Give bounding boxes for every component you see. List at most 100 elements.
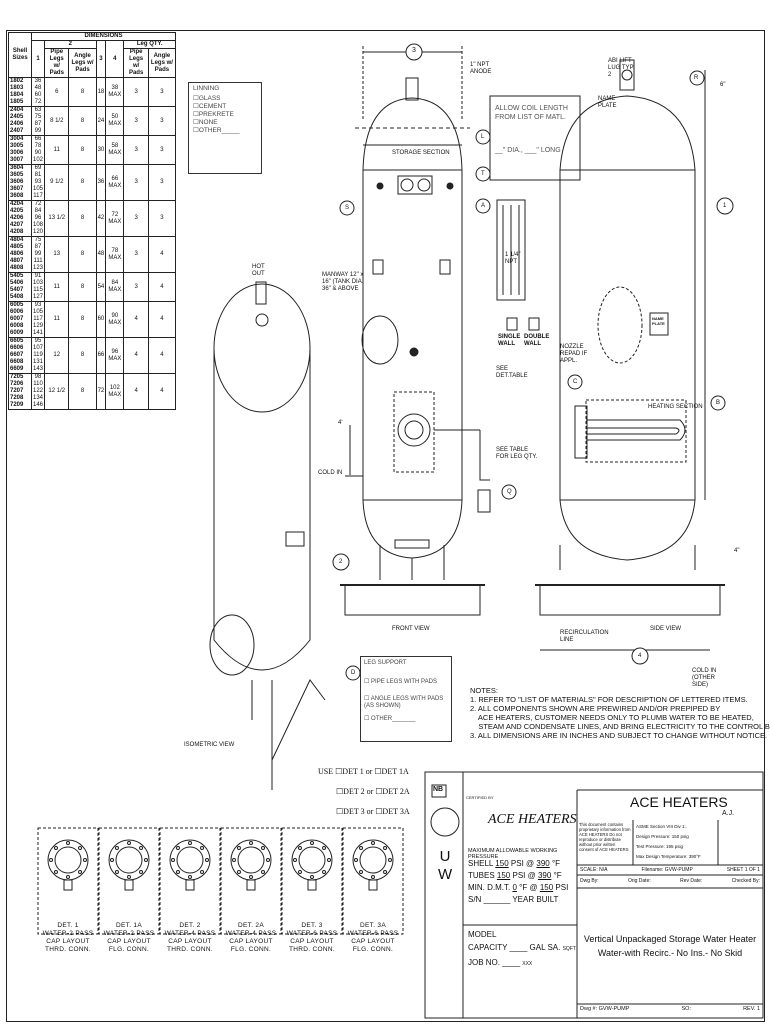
side-tank-shell — [559, 169, 696, 501]
dim-1-value: 123 — [33, 265, 44, 271]
model-label: MODEL — [468, 930, 497, 939]
det2a-option[interactable]: DET 2A — [382, 787, 410, 796]
detail-bolt — [388, 858, 392, 862]
drawing-border — [6, 30, 765, 1022]
detail-l3: THRD. CONN. — [45, 946, 91, 953]
dim-q2-cell: 3 — [147, 77, 177, 107]
tubes-psi-value[interactable]: 150 — [496, 871, 511, 880]
nb-stamp — [431, 784, 447, 798]
port-right — [446, 182, 454, 190]
side-lug-hole — [621, 69, 633, 81]
description-line-1: Vertical Unpackaged Storage Water Heater — [583, 934, 757, 944]
dim-1-value: 96 — [34, 215, 42, 221]
dim-q2-cell: 4 — [147, 373, 177, 410]
detail-nozzle — [368, 879, 378, 891]
detail-det: DET. 1A — [116, 922, 142, 929]
front-tank-bottom-head — [362, 499, 463, 559]
company-name: ACE HEATERS — [630, 794, 728, 810]
shell-temp-value[interactable]: 390 — [536, 859, 550, 868]
side-view-label: SIDE VIEW — [650, 626, 682, 632]
det1a-option[interactable]: DET 1A — [381, 767, 409, 776]
balloon-b — [710, 395, 726, 411]
dim-1-value: 122 — [33, 388, 44, 394]
leg-support-pipe[interactable]: ☐ PIPE LEGS WITH PADS — [364, 679, 437, 685]
shell-size: 3606 — [10, 179, 24, 185]
dim-q1-cell: 3 — [123, 164, 149, 201]
lining-option[interactable]: ☐GLASS — [193, 95, 221, 102]
note-line: STEAM AND CONDENSATE LINES, AND BRING EL… — [470, 722, 770, 731]
det2-option[interactable]: DET 2 — [343, 787, 365, 796]
lining-option[interactable]: ☐OTHER_____ — [193, 127, 240, 134]
dim-1-value: 90 — [34, 150, 42, 156]
dim-1-value: 63 — [34, 107, 42, 113]
title-block — [424, 771, 764, 1019]
hot-out-label: HOT OUT — [252, 264, 265, 277]
balloon-d-label: D — [351, 670, 356, 676]
detail-flange — [230, 839, 272, 881]
balloon-4-label: 4 — [638, 653, 642, 659]
cold-in-other-label: COLD IN (OTHER SIDE) — [692, 668, 717, 688]
lining-option[interactable]: ☐NONE — [193, 119, 218, 126]
balloon-4 — [631, 647, 649, 665]
coil-length-text: ALLOW COIL LENGTH FROM LIST OF MATL. __"… — [495, 104, 577, 155]
det3-option[interactable]: DET 3 — [343, 807, 365, 816]
shell-size: 7208 — [10, 395, 24, 401]
dim-1-value: 48 — [34, 85, 42, 91]
min-dmt-psi-value[interactable]: 150 — [539, 883, 554, 892]
dim-pipe-cell: 9 1/2 — [44, 164, 70, 201]
detail-flange-inner — [298, 846, 326, 874]
job-no-label: JOB NO. — [468, 958, 501, 967]
deg-f-2: °F — [553, 871, 562, 880]
note-line: 1. REFER TO "LIST OF MATERIALS" FOR DESC… — [470, 695, 748, 704]
deg-f-3: °F — [519, 883, 528, 892]
detail-bolt — [371, 841, 375, 845]
drawing-description: Vertical Unpackaged Storage Water Heater… — [580, 932, 760, 960]
balloon-c — [567, 374, 583, 390]
det1-option[interactable]: DET 1 — [342, 767, 364, 776]
detail-bolt — [127, 875, 131, 879]
deg-f-1: °F — [551, 859, 561, 868]
tubes-temp-value[interactable]: 390 — [537, 871, 552, 880]
dim-1-value: 107 — [33, 345, 44, 351]
detail-bolt — [114, 870, 119, 875]
orig-date-field: Orig Date: — [627, 878, 651, 884]
pump — [477, 489, 491, 513]
balloon-l-label: L — [481, 134, 485, 140]
dim-pipe-cell: 11 — [44, 272, 70, 302]
lining-option-label: CEMENT — [198, 103, 227, 110]
detail-flange — [108, 839, 150, 881]
dim-1-value: 87 — [34, 121, 42, 127]
front-tank-top-head — [362, 97, 463, 171]
drain-fitting — [394, 539, 430, 549]
detail-bolt — [205, 858, 209, 862]
anode — [405, 77, 419, 101]
capacity-label: CAPACITY — [468, 943, 508, 952]
balloon-3 — [405, 43, 423, 61]
shell-size: 4204 — [10, 201, 24, 207]
lining-option[interactable]: ☐PREKRETE — [193, 111, 234, 118]
shell-psi-value[interactable]: 150 — [495, 859, 509, 868]
balloon-r-label: R — [694, 75, 699, 81]
dim-1-value: 81 — [34, 172, 42, 178]
dim-angle-cell: 8 — [68, 373, 97, 410]
det3a-option[interactable]: DET 3A — [382, 807, 410, 816]
shell-size: 4804 — [10, 237, 24, 243]
detail-frame — [220, 827, 282, 935]
use-det-selector: USE ☐DET 1 or ☐DET 1A ☐DET 2 or ☐DET 2A … — [318, 767, 410, 816]
detail-flange-inner — [359, 846, 387, 874]
aj-label: A.J. — [722, 810, 735, 817]
abi-lug-label: ABI LIFT LUG TYP. 2 — [608, 58, 635, 78]
min-dmt-value[interactable]: 0 — [512, 883, 517, 892]
detail-l1: WATER-4 PASS — [164, 930, 216, 937]
leg-support-angle[interactable]: ☐ ANGLE LEGS WITH PADS (AS SHOWN) — [364, 696, 444, 709]
lining-option[interactable]: ☐CEMENT — [193, 103, 227, 110]
dim-1-value: 103 — [33, 280, 44, 286]
leg-support-other[interactable]: ☐ OTHER_______ — [364, 716, 416, 722]
sn-label: S/N — [468, 895, 482, 904]
detail-bolt — [200, 870, 205, 875]
shell-size: 7207 — [10, 388, 24, 394]
